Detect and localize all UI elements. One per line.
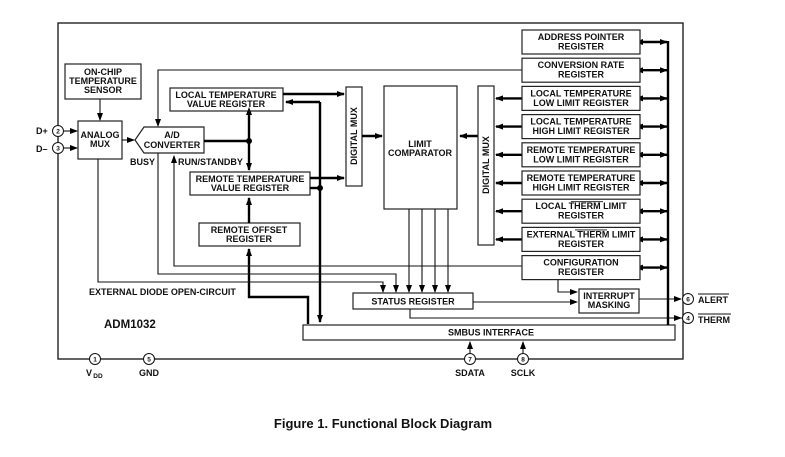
pin-gnd: 5 GND (139, 353, 160, 378)
svg-text:SDATA: SDATA (455, 368, 485, 378)
svg-text:REMOTE TEMPERATURE: REMOTE TEMPERATURE (196, 174, 305, 184)
svg-text:GND: GND (139, 368, 160, 378)
register-label-line1: CONFIGURATION (543, 258, 618, 268)
run-standby-label: RUN/STANDBY (178, 157, 243, 167)
smbus-interface: SMBUS INTERFACE (302, 324, 676, 341)
register-label-line1: REMOTE TEMPERATURE (527, 173, 636, 183)
interrupt-masking: INTERRUPT MASKING (578, 288, 640, 314)
svg-text:1: 1 (93, 357, 97, 364)
svg-text:THERM: THERM (698, 315, 730, 325)
remote-temperature-value-register: REMOTE TEMPERATURE VALUE REGISTER (189, 171, 311, 196)
svg-text:ALERT: ALERT (698, 295, 728, 305)
pin-therm: 4 THERM (682, 312, 731, 325)
svg-text:5: 5 (147, 357, 151, 364)
svg-text:6: 6 (686, 297, 690, 304)
register-label-line1: REMOTE TEMPERATURE (527, 145, 636, 155)
register-label-line1: CONVERSION RATE (538, 60, 625, 70)
svg-text:MASKING: MASKING (588, 300, 631, 310)
svg-text:SCLK: SCLK (511, 368, 536, 378)
register-label-line2: REGISTER (558, 239, 605, 249)
svg-text:4: 4 (686, 316, 690, 323)
ad-converter: A/D CONVERTER (134, 126, 205, 154)
svg-text:DIGITAL MUX: DIGITAL MUX (481, 136, 491, 194)
register-label-line2: LOW LIMIT REGISTER (533, 154, 629, 164)
status-register: STATUS REGISTER (352, 292, 474, 310)
svg-text:SMBUS INTERFACE: SMBUS INTERFACE (448, 328, 534, 338)
svg-text:ON-CHIP: ON-CHIP (84, 67, 122, 77)
register-label-line2: REGISTER (558, 42, 605, 52)
register-label-line1: LOCAL TEMPERATURE (530, 88, 631, 98)
pin-sdata: 7 SDATA (455, 353, 485, 378)
pin-vdd: 1 V DD (86, 353, 103, 380)
svg-text:REMOTE OFFSET: REMOTE OFFSET (211, 225, 288, 235)
svg-text:A/D: A/D (164, 130, 180, 140)
svg-text:8: 8 (521, 357, 525, 364)
svg-text:SENSOR: SENSOR (84, 85, 123, 95)
svg-text:ANALOG: ANALOG (81, 130, 120, 140)
figure-caption: Figure 1. Functional Block Diagram (274, 416, 492, 431)
svg-text:LOCAL TEMPERATURE: LOCAL TEMPERATURE (175, 90, 276, 100)
external-diode-open-circuit-label: EXTERNAL DIODE OPEN-CIRCUIT (89, 287, 236, 297)
register-label-line1: ADDRESS POINTER (538, 32, 625, 42)
svg-text:INTERRUPT: INTERRUPT (583, 291, 635, 301)
pin-dminus: D– 3 (36, 142, 64, 154)
pin-alert: 6 ALERT (682, 293, 729, 305)
local-temperature-value-register: LOCAL TEMPERATURE VALUE REGISTER (169, 87, 284, 112)
digital-mux-left: DIGITAL MUX (345, 86, 363, 187)
register-label-line1: EXTERNAL THERM LIMIT (527, 229, 636, 239)
register-label-line2: REGISTER (558, 267, 605, 277)
svg-text:VALUE REGISTER: VALUE REGISTER (211, 183, 290, 193)
svg-text:2: 2 (56, 129, 60, 136)
svg-text:7: 7 (468, 357, 472, 364)
register-label-line2: HIGH LIMIT REGISTER (532, 183, 630, 193)
register-label-line1: LOCAL THERM LIMIT (535, 201, 627, 211)
svg-text:D–: D– (36, 144, 48, 154)
svg-text:REGISTER: REGISTER (226, 234, 273, 244)
svg-text:STATUS REGISTER: STATUS REGISTER (371, 297, 455, 307)
pin-sclk: 8 SCLK (511, 353, 536, 378)
svg-text:DIGITAL MUX: DIGITAL MUX (349, 107, 359, 165)
on-chip-temperature-sensor: ON-CHIP TEMPERATURE SENSOR (64, 63, 142, 100)
busy-label: BUSY (130, 157, 155, 167)
svg-text:VALUE REGISTER: VALUE REGISTER (187, 99, 266, 109)
digital-mux-right: DIGITAL MUX (477, 85, 495, 246)
svg-text:D+: D+ (36, 126, 48, 136)
chip-name: ADM1032 (104, 319, 156, 331)
analog-mux: ANALOG MUX (77, 120, 123, 160)
chip-outline (57, 22, 684, 360)
pin-dplus: D+ 2 (36, 125, 64, 137)
remote-offset-register: REMOTE OFFSET REGISTER (198, 222, 301, 247)
svg-text:LIMIT: LIMIT (408, 139, 432, 149)
register-label-line2: REGISTER (558, 211, 605, 221)
register-label-line2: REGISTER (558, 70, 605, 80)
svg-text:COMPARATOR: COMPARATOR (388, 148, 452, 158)
svg-text:3: 3 (56, 146, 60, 153)
svg-text:DD: DD (93, 373, 103, 380)
svg-text:MUX: MUX (90, 139, 110, 149)
register-label-line1: LOCAL TEMPERATURE (530, 117, 631, 127)
limit-comparator: LIMIT COMPARATOR (383, 85, 458, 210)
svg-text:V: V (86, 368, 92, 378)
svg-text:TEMPERATURE: TEMPERATURE (69, 76, 137, 86)
register-label-line2: LOW LIMIT REGISTER (533, 98, 629, 108)
register-label-line2: HIGH LIMIT REGISTER (532, 126, 630, 136)
svg-text:CONVERTER: CONVERTER (144, 140, 201, 150)
